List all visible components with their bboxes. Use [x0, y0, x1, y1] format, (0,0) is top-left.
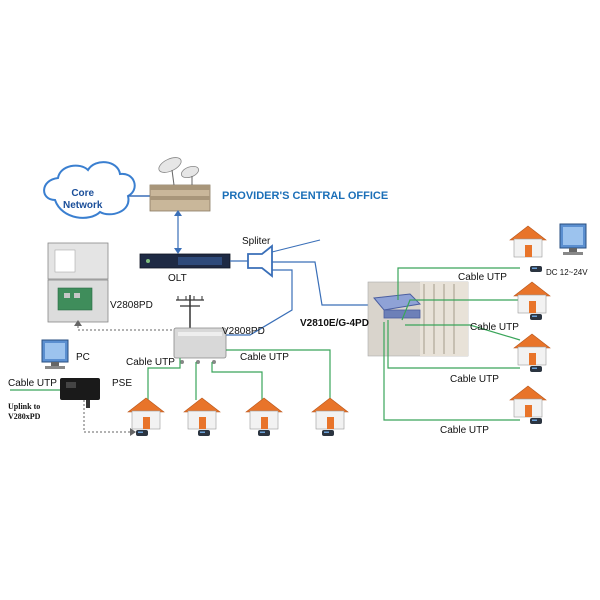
splitter-label: Spliter [242, 236, 271, 247]
v2810e-device [367, 281, 469, 357]
pse-cable-utp-label: Cable UTP [8, 378, 57, 389]
olt-device [139, 253, 231, 269]
house-left-4 [311, 397, 349, 430]
core-network-cloud [43, 161, 136, 219]
house-right-2 [513, 281, 551, 314]
splitter-uplink [271, 239, 321, 253]
core-network-label: Core Network [63, 188, 103, 211]
pole-antenna [176, 295, 204, 335]
pc-right-icon [559, 223, 587, 255]
olt-label: OLT [168, 273, 187, 284]
house-right-1 [509, 225, 547, 258]
house-left-1 [127, 397, 165, 430]
cable-utp-left-1-label: Cable UTP [126, 357, 175, 368]
uplink-label: Uplink to V280xPD [8, 402, 41, 421]
right-green-cables [383, 267, 521, 421]
v2810e-label: V2810E/G-4PD [300, 318, 369, 329]
dc-power-label: DC 12~24V [546, 268, 588, 277]
arrow-right-pse [130, 428, 136, 436]
central-office-label: PROVIDER'S CENTRAL OFFICE [222, 190, 389, 202]
house-right-3 [513, 333, 551, 366]
onu-left-3 [258, 430, 270, 436]
arrow-up-enclosure [74, 320, 82, 326]
onu-left-2 [198, 430, 210, 436]
splitter-to-v2808pd [225, 269, 293, 336]
cable-utp-right-2-label: Cable UTP [470, 322, 519, 333]
v2808pd-box-label: V2808PD [110, 300, 153, 311]
splitter-device [247, 244, 273, 278]
pse-label: PSE [112, 378, 133, 389]
v2808pd-outdoor-box [173, 327, 227, 364]
cable-utp-right-4-label: Cable UTP [440, 425, 489, 436]
onu-right-1 [530, 266, 542, 272]
central-office-building [149, 157, 211, 212]
house-left-2 [183, 397, 221, 430]
splitter-to-v2810e [272, 261, 375, 306]
house-right-4 [509, 385, 547, 418]
cable-utp-right-1-label: Cable UTP [458, 272, 507, 283]
left-green-cables [147, 349, 331, 400]
onu-right-3 [530, 366, 542, 372]
arrow-down [174, 248, 182, 254]
onu-left-1 [136, 430, 148, 436]
pse-to-house-dashed [83, 400, 132, 433]
pse-injector [60, 378, 100, 408]
arrow-up [174, 210, 182, 216]
pc-label: PC [76, 352, 90, 363]
pc-icon [41, 339, 69, 369]
cable-utp-right-3-label: Cable UTP [450, 374, 499, 385]
onu-left-4 [322, 430, 334, 436]
cable-utp-left-2-label: Cable UTP [240, 352, 289, 363]
v2808pd-pole-label: V2808PD [222, 326, 265, 337]
onu-right-2 [530, 314, 542, 320]
onu-right-4 [530, 418, 542, 424]
house-left-3 [245, 397, 283, 430]
v2808pd-open-enclosure [47, 242, 109, 323]
